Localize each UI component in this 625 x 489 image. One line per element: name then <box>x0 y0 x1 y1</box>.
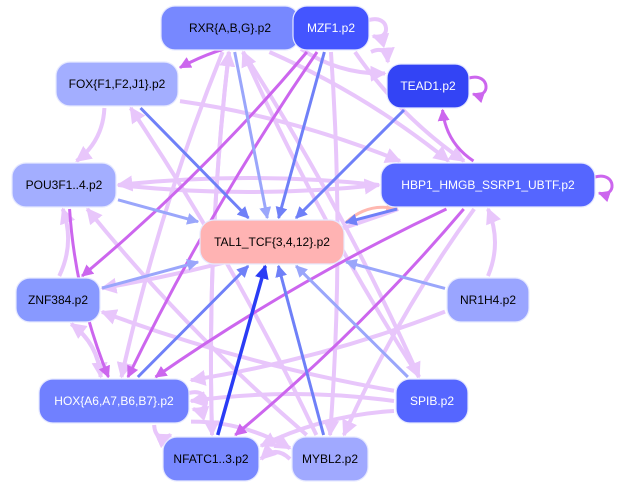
node-label: RXR{A,B,G}.p2 <box>189 21 271 35</box>
node-label: HBP1_HMGB_SSRP1_UBTF.p2 <box>401 178 575 192</box>
node-hbp1[interactable]: HBP1_HMGB_SSRP1_UBTF.p2 <box>380 162 596 208</box>
edge-spib-to-tal1 <box>295 264 409 379</box>
edge-hbp1-to-hox <box>154 207 448 379</box>
node-label: NFATC1..3.p2 <box>173 452 248 466</box>
edge-rxr-to-tead1 <box>299 47 387 82</box>
edge-nr1h4-to-tal1 <box>344 258 446 290</box>
node-box <box>386 63 470 109</box>
node-hox[interactable]: HOX{A6,A7,B6,B7}.p2 <box>38 378 190 424</box>
edge-hbp1-to-nfatc <box>234 208 465 437</box>
edge-nr1h4-to-hbp1 <box>486 207 501 277</box>
edge-hox-to-znf384 <box>70 322 103 378</box>
edge-rxr-to-hbp1 <box>268 50 450 163</box>
node-box <box>380 162 596 208</box>
edge-nfatc-to-tal1 <box>216 264 269 436</box>
edge-fox-to-pou3f <box>75 107 107 163</box>
node-tal1[interactable]: TAL1_TCF{3,4,12}.p2 <box>199 219 345 265</box>
edge-fox-to-tal1 <box>139 106 250 220</box>
node-label: NR1H4.p2 <box>460 293 516 307</box>
node-label: TAL1_TCF{3,4,12}.p2 <box>214 235 330 249</box>
node-spib[interactable]: SPIB.p2 <box>395 378 469 424</box>
edge-mybl2-to-nfatc <box>259 443 292 461</box>
node-box <box>292 5 370 51</box>
node-label: SPIB.p2 <box>410 394 454 408</box>
node-box <box>395 378 469 424</box>
edge-mzf1-to-hox <box>126 51 319 379</box>
node-label: MZF1.p2 <box>307 21 355 35</box>
node-mybl2[interactable]: MYBL2.p2 <box>291 436 369 482</box>
node-label: HOX{A6,A7,B6,B7}.p2 <box>54 394 174 408</box>
edge-fox-to-hbp1 <box>179 99 402 163</box>
edge-hbp1-to-tead1 <box>437 108 475 163</box>
node-label: ZNF384.p2 <box>28 293 88 307</box>
node-label: POU3F1..4.p2 <box>26 178 103 192</box>
node-box <box>38 378 190 424</box>
edge-mzf1-to-tead1 <box>370 47 395 64</box>
node-box <box>15 277 101 323</box>
edge-spib-to-hox <box>189 391 395 407</box>
edge-hbp1-to-pou3f <box>116 175 380 192</box>
edge-pou3f-to-hbp1 <box>117 178 381 195</box>
node-label: FOX{F1,F2,J1}.p2 <box>69 77 166 91</box>
edge-tead1-to-tal1 <box>294 108 406 220</box>
edge-znf384-to-hox <box>70 322 108 379</box>
node-box <box>446 277 530 323</box>
node-label: TEAD1.p2 <box>400 79 456 93</box>
node-fox[interactable]: FOX{F1,F2,J1}.p2 <box>55 61 179 107</box>
edge-znf384-to-tal1 <box>101 259 200 290</box>
node-label: MYBL2.p2 <box>302 452 358 466</box>
edge-spib-to-znf384 <box>100 309 395 393</box>
edge-mzf1-to-tal1 <box>275 51 326 220</box>
node-box <box>11 162 117 208</box>
edge-nr1h4-to-hox <box>189 309 446 386</box>
edge-hox-to-tal1 <box>136 264 250 379</box>
node-box <box>55 61 179 107</box>
edge-mzf1-to-mzf1 <box>368 17 390 49</box>
node-nr1h4[interactable]: NR1H4.p2 <box>446 277 530 323</box>
edge-mybl2-to-fox <box>128 106 319 436</box>
edge-hbp1-to-hbp1 <box>594 174 614 203</box>
edge-hbp1-to-mybl2 <box>342 207 476 437</box>
node-mzf1[interactable]: MZF1.p2 <box>292 5 370 51</box>
edge-pou3f-to-tal1 <box>117 198 200 225</box>
node-box <box>291 436 369 482</box>
edge-rxr-to-tal1 <box>233 51 272 220</box>
edge-mybl2-to-pou3f <box>85 207 309 437</box>
edge-spib-to-nfatc <box>259 408 395 448</box>
edge-hox-to-nfatc <box>152 424 173 449</box>
edge-tead1-to-tead1 <box>468 75 488 104</box>
edge-znf384-to-pou3f <box>57 207 76 277</box>
node-nfatc[interactable]: NFATC1..3.p2 <box>162 436 260 482</box>
edge-mybl2-to-tal1 <box>275 264 326 436</box>
node-box <box>199 219 345 265</box>
node-tead1[interactable]: TEAD1.p2 <box>386 63 470 109</box>
node-rxr[interactable]: RXR{A,B,G}.p2 <box>160 5 300 51</box>
node-pou3f[interactable]: POU3F1..4.p2 <box>11 162 117 208</box>
node-box <box>162 436 260 482</box>
edge-hbp1-to-tal1 <box>344 207 398 226</box>
node-znf384[interactable]: ZNF384.p2 <box>15 277 101 323</box>
